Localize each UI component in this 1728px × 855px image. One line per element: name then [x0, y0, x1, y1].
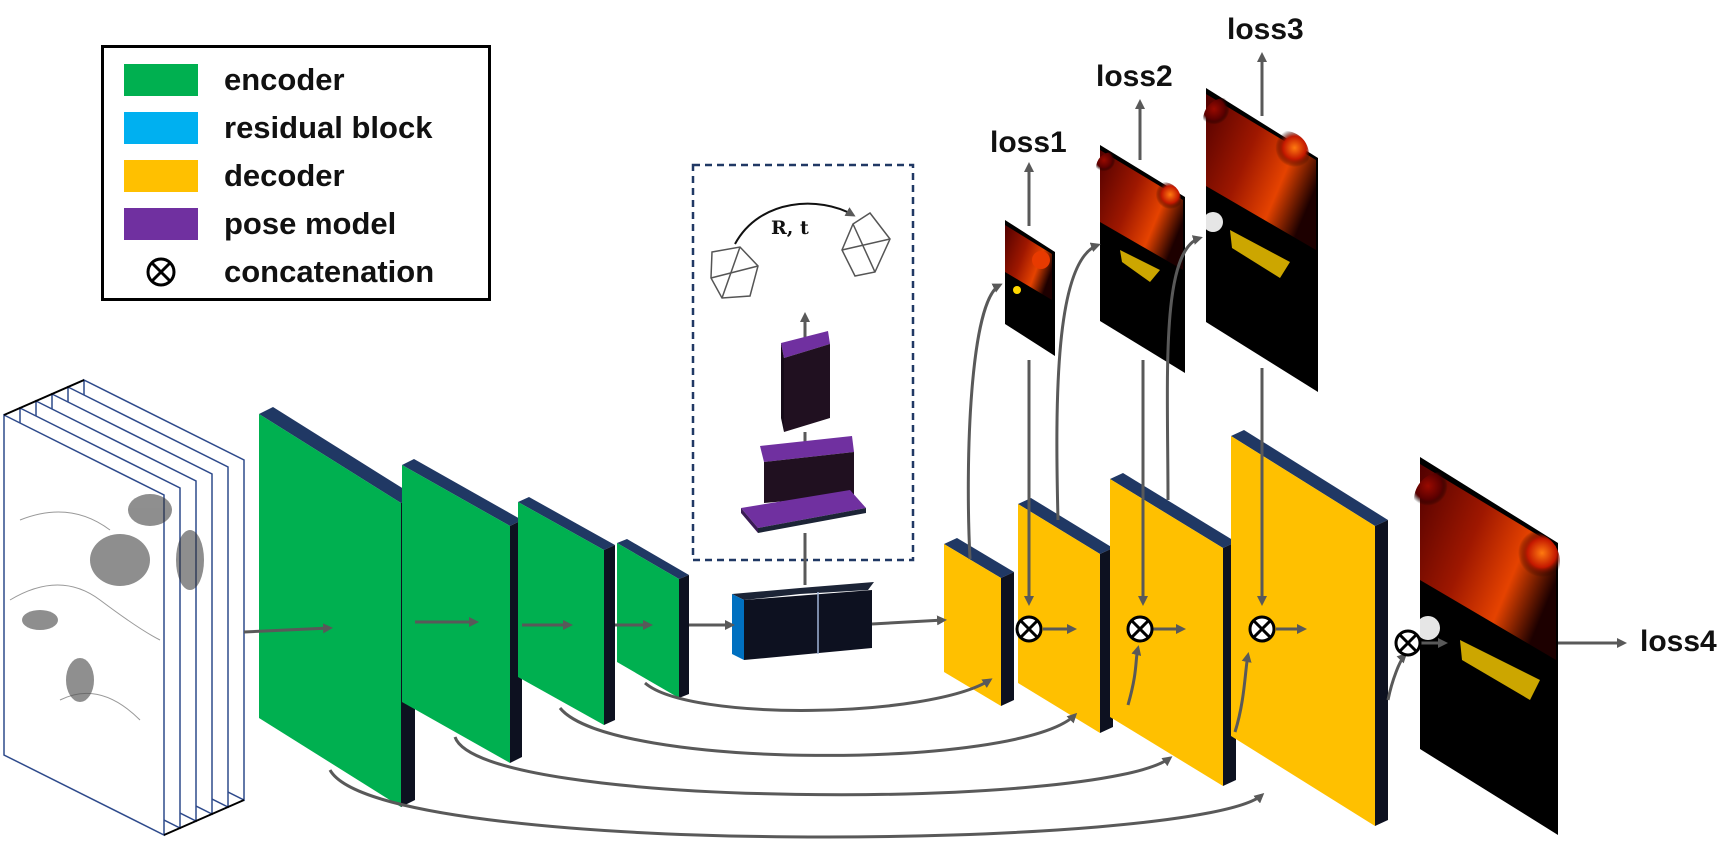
legend-item-decoder: decoder	[124, 158, 345, 194]
legend-label: encoder	[224, 62, 345, 97]
pose-transform-label: R, t	[771, 217, 809, 239]
legend-item-concatenation: concatenation	[124, 254, 434, 290]
depth-map-1	[1005, 220, 1055, 356]
loss2-label: loss2	[1096, 60, 1173, 93]
residual-block	[732, 582, 874, 660]
encoder-block-1	[259, 407, 415, 807]
legend-item-pose-model: pose model	[124, 206, 396, 242]
legend-item-encoder: encoder	[124, 62, 345, 98]
legend-swatch-encoder	[124, 64, 198, 96]
camera-frustum-icon	[841, 211, 891, 277]
loss4-label: loss4	[1640, 625, 1717, 658]
legend-swatch-pose-model	[124, 208, 198, 240]
input-image-stack	[3, 378, 245, 837]
depth-map-final	[1414, 457, 1560, 835]
legend-swatch-decoder	[124, 160, 198, 192]
pose-model-panel	[691, 163, 915, 585]
concatenation-icon	[1015, 615, 1043, 643]
encoder-block-4	[617, 539, 689, 698]
camera-frustum-icon	[710, 246, 759, 299]
legend-swatch-residual-block	[124, 112, 198, 144]
depth-map-2	[1096, 145, 1185, 373]
depth-map-3	[1203, 88, 1318, 392]
concatenation-icon	[1394, 629, 1422, 657]
encoder-block-2	[402, 459, 522, 763]
loss1-label: loss1	[990, 126, 1067, 159]
legend-label: pose model	[224, 206, 397, 241]
concatenation-icon	[124, 256, 198, 288]
concatenation-icon	[1126, 615, 1154, 643]
decoder-block-1	[944, 538, 1014, 706]
forward-arrows	[243, 52, 1627, 648]
legend-label: decoder	[224, 158, 345, 193]
concatenation-icon	[1248, 615, 1276, 643]
decoder-block-2	[1018, 498, 1113, 733]
legend-label: residual block	[224, 110, 433, 145]
legend: encoder residual block decoder pose mode…	[101, 45, 491, 301]
skip-connections	[328, 645, 1408, 839]
legend-label: concatenation	[224, 254, 435, 289]
encoder-block-3	[518, 497, 615, 725]
legend-item-residual-block: residual block	[124, 110, 432, 146]
loss3-label: loss3	[1227, 13, 1304, 46]
